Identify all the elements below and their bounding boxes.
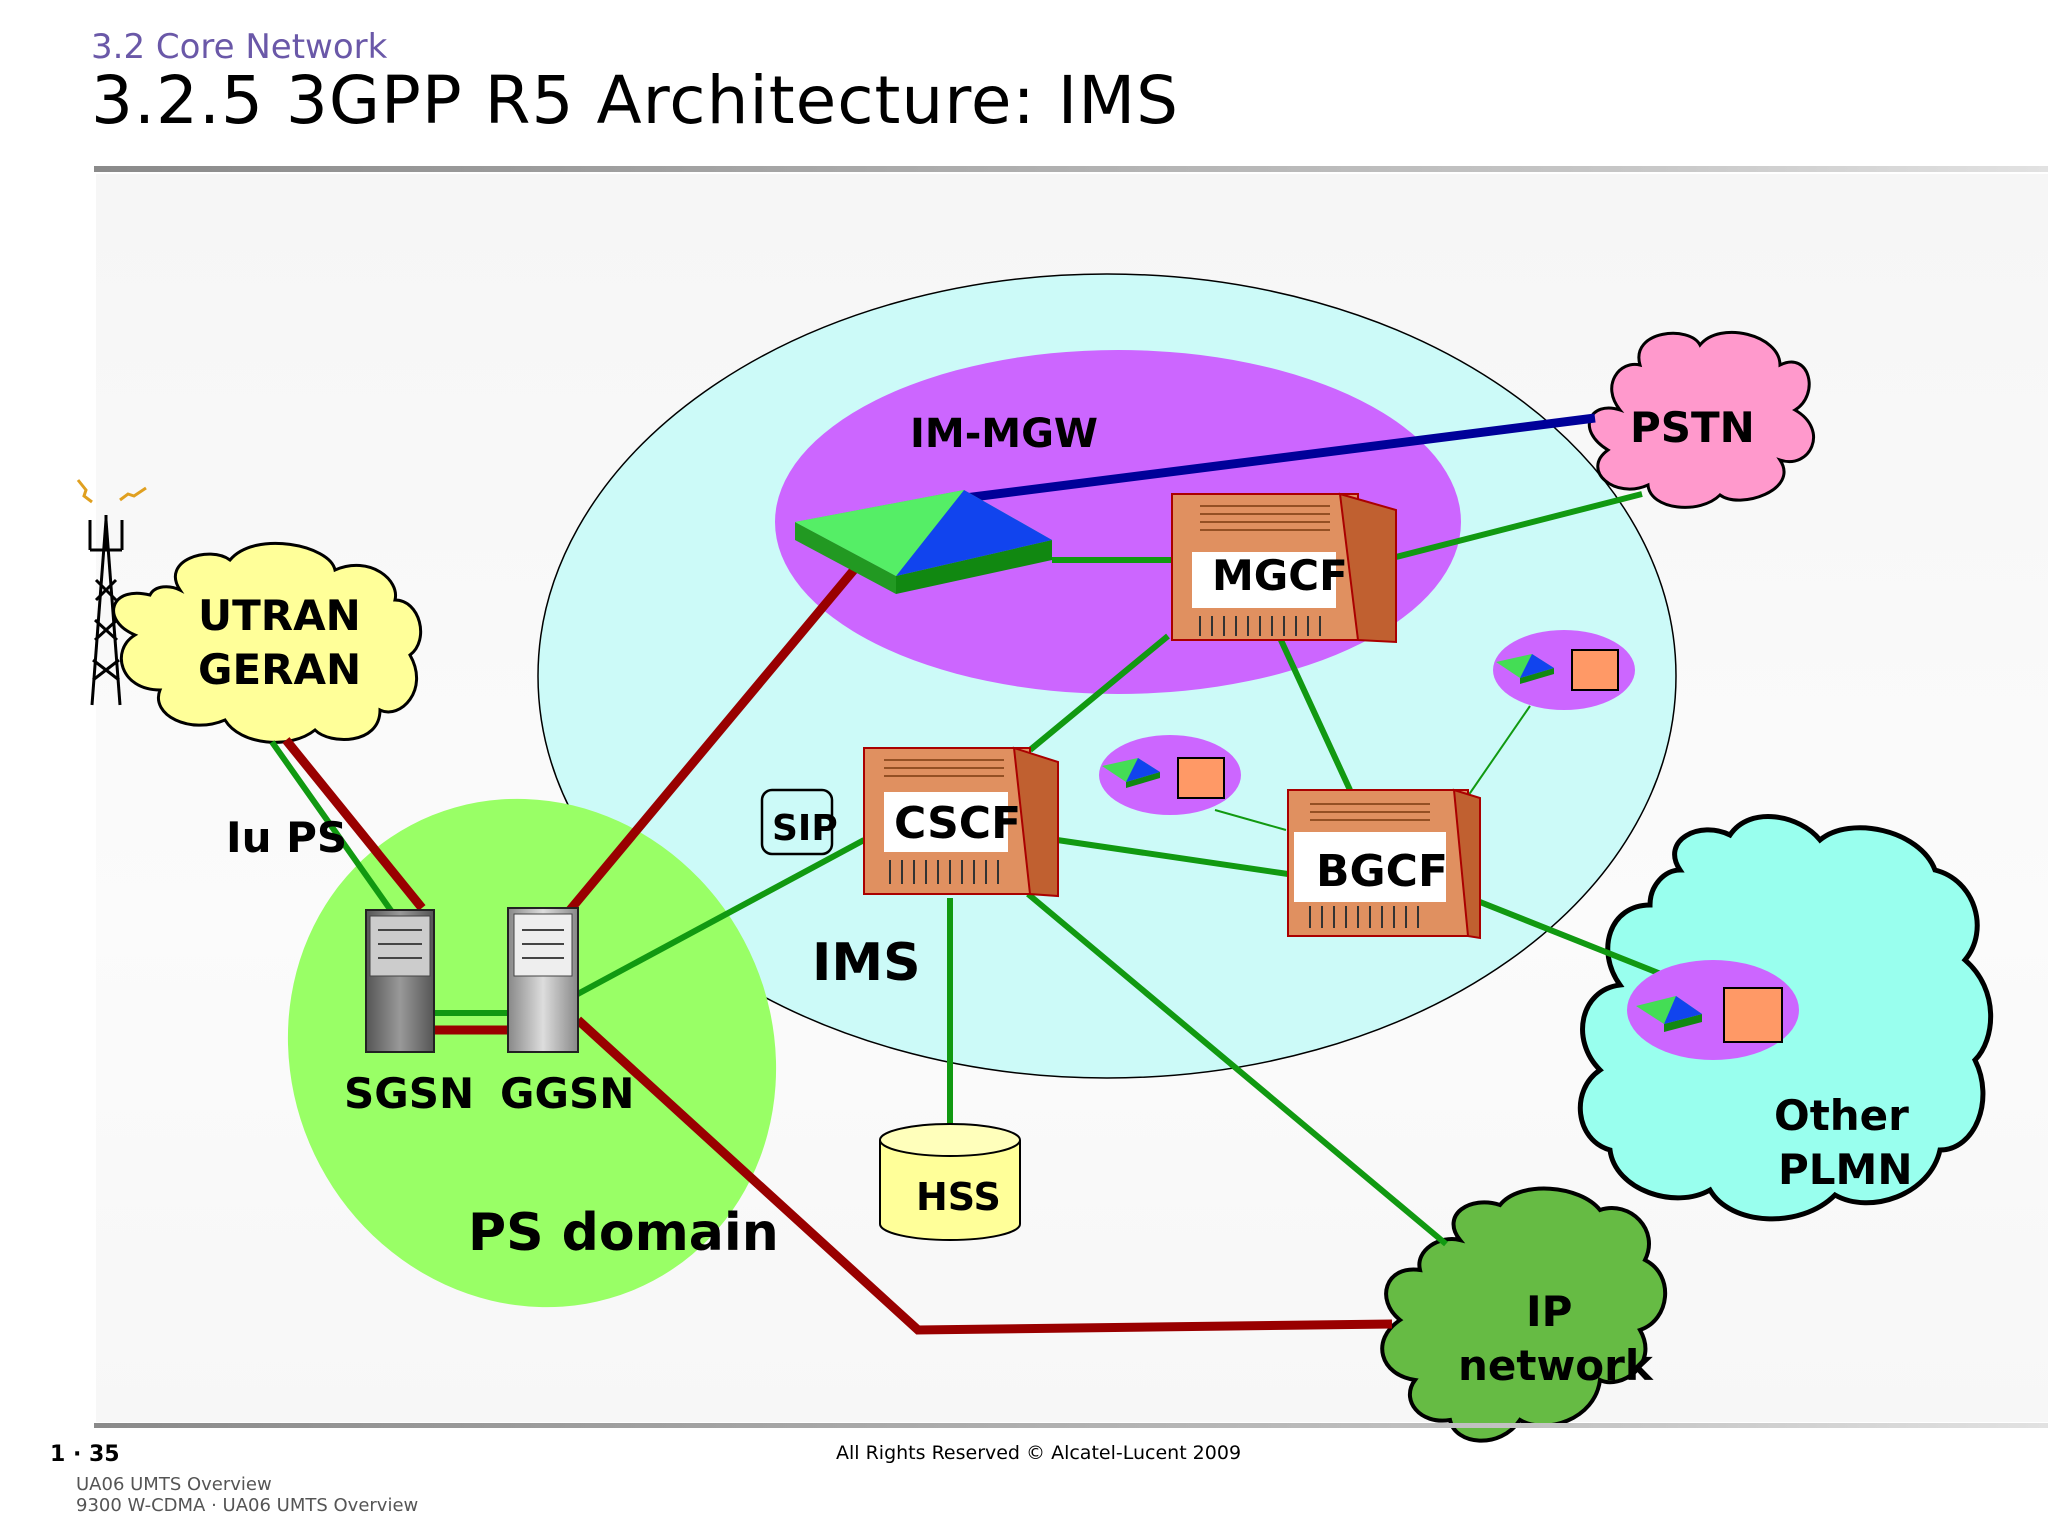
- label-mgcf: MGCF: [1212, 551, 1348, 600]
- ggsn-server-icon: [507, 907, 579, 1053]
- footer-divider: [94, 1423, 2048, 1428]
- im-mgw-device-icon: [795, 490, 1052, 594]
- antenna-tower-icon: [88, 515, 124, 706]
- copyright-notice: All Rights Reserved © Alcatel-Lucent 200…: [836, 1442, 1242, 1464]
- label-im-mgw: IM-MGW: [910, 411, 1098, 457]
- sip-badge: [760, 788, 834, 856]
- link-utran-sgsn: [282, 737, 426, 911]
- label-ggsn: GGSN: [500, 1069, 634, 1118]
- page-number: 1 · 35: [50, 1442, 120, 1467]
- mini-cube-icon-2: [1571, 649, 1619, 691]
- cscf-cabinet-icon: [863, 746, 1059, 898]
- mini-cube-icon-3: [1723, 987, 1783, 1043]
- mini-gateway-icon-1: [1102, 758, 1160, 788]
- label-iu-ps: Iu PS: [226, 813, 347, 862]
- link-utran-sgsn-sig: [269, 740, 395, 914]
- sgsn-server-icon: [365, 909, 435, 1053]
- bgcf-cabinet-icon: [1287, 788, 1481, 940]
- bearer-links: [282, 562, 1393, 1335]
- mini-cube-icon-1: [1177, 757, 1225, 799]
- mini-gateway-icon-2: [1496, 654, 1554, 684]
- label-cscf: CSCF: [894, 798, 1021, 849]
- label-sip: SIP: [772, 808, 838, 849]
- pstn-cloud: [1587, 330, 1816, 509]
- footer-course-name: UA06 UMTS Overview: [76, 1474, 272, 1495]
- label-ims: IMS: [812, 933, 921, 993]
- link-cscf-bgcf: [1029, 833, 1289, 877]
- footer-product-name: 9300 W-CDMA · UA06 UMTS Overview: [76, 1495, 419, 1516]
- label-pstn: PSTN: [1630, 403, 1755, 452]
- header-divider: [94, 166, 2048, 172]
- label-network: network: [1458, 1341, 1654, 1390]
- link-gw1-bgcf: [1214, 809, 1287, 831]
- utran-geran-cloud: [112, 541, 423, 744]
- link-mgcf-bgcf: [1277, 636, 1353, 792]
- label-geran: GERAN: [198, 645, 361, 694]
- link-gw2-bgcf: [1467, 705, 1531, 797]
- mgcf-cabinet-icon: [1171, 492, 1397, 644]
- link-cscf-ggsn: [572, 837, 866, 999]
- label-ip: IP: [1526, 1287, 1572, 1336]
- label-bgcf: BGCF: [1316, 846, 1448, 897]
- signalling-links: [269, 491, 1678, 1247]
- hss-database-icon: [879, 1123, 1021, 1241]
- label-plmn: PLMN: [1778, 1145, 1913, 1194]
- link-ggsn-ip: [574, 1016, 1393, 1335]
- page-title: 3.2.5 3GPP R5 Architecture: IMS: [91, 62, 1180, 139]
- label-utran: UTRAN: [198, 591, 361, 640]
- ip-network-cloud: [1380, 1186, 1668, 1443]
- label-ps-domain: PS domain: [468, 1203, 779, 1263]
- label-hss: HSS: [916, 1175, 1001, 1219]
- antenna-signal-icon: [76, 479, 147, 504]
- link-mgcf-pstn: [1391, 491, 1643, 561]
- mini-gateway-icon-3: [1636, 996, 1702, 1032]
- link-mgw-pstn: [964, 413, 1596, 503]
- link-bgcf-plmn: [1478, 899, 1678, 983]
- section-label: 3.2 Core Network: [91, 27, 388, 67]
- label-other: Other: [1774, 1091, 1909, 1140]
- thin-links: [1214, 705, 1531, 831]
- label-sgsn: SGSN: [344, 1069, 474, 1118]
- link-cscf-ip: [1026, 891, 1448, 1247]
- link-mgcf-cscf: [1028, 633, 1170, 753]
- link-ggsn-mgw: [566, 562, 862, 913]
